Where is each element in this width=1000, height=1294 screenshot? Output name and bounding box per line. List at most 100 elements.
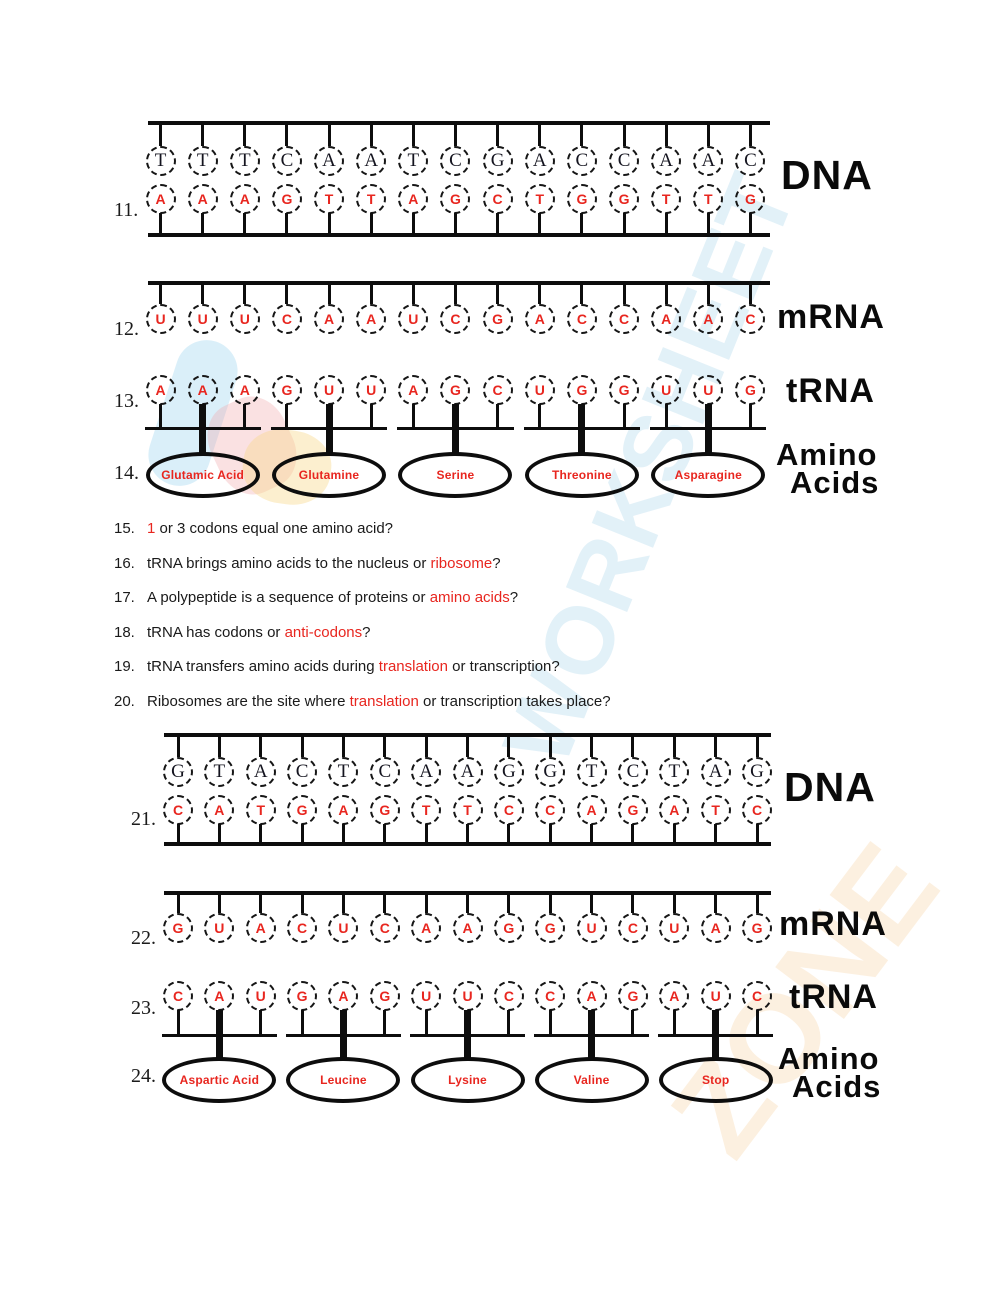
question-text-segment: or transcription takes place?: [418, 693, 611, 710]
dna-rung: [748, 124, 752, 146]
trna-nucleotide: U: [700, 981, 731, 1011]
peptide-stem: [339, 1034, 347, 1060]
dna-complement-nucleotide: A: [659, 795, 690, 825]
mrna-nucleotide: U: [576, 913, 607, 943]
amino-acids-side-label-line1: Amino: [776, 437, 878, 472]
mrna-rung: [748, 284, 752, 304]
mrna-rail: [164, 891, 771, 895]
trna-nucleotide: A: [576, 981, 607, 1011]
dna-complement-nucleotide: T: [693, 184, 724, 214]
dna-rung: [341, 736, 345, 757]
mrna-nucleotide: U: [145, 304, 176, 334]
dna-rung: [466, 824, 470, 844]
mrna-rung: [424, 894, 428, 913]
trna-stem: [704, 404, 712, 427]
mrna-nucleotide: U: [398, 304, 429, 334]
question-number: 21.: [131, 808, 156, 830]
trna-stem: [369, 404, 373, 427]
amino-acid-oval: Lysine: [410, 1057, 525, 1103]
dna-rung: [259, 824, 263, 844]
trna-stem: [548, 1010, 552, 1034]
question-text-segment: Ribosomes are the site where: [147, 693, 350, 710]
mrna-nucleotide: C: [566, 304, 597, 334]
question-line: 15.1 or 3 codons equal one amino acid?: [114, 520, 393, 537]
mrna-rung: [259, 894, 263, 913]
dna-template-nucleotide: A: [314, 146, 345, 176]
mrna-rung: [159, 284, 162, 304]
dna-complement-nucleotide: G: [735, 184, 766, 214]
mrna-nucleotide: C: [617, 913, 648, 943]
trna-nucleotide: A: [659, 981, 690, 1011]
dna-rung: [259, 736, 263, 757]
mrna-rung: [300, 894, 304, 913]
dna-rung: [383, 736, 387, 757]
trna-nucleotide: G: [369, 981, 400, 1011]
trna-stem: [411, 404, 415, 427]
dna-rung: [755, 824, 759, 844]
dna-rung: [453, 213, 457, 235]
dna-rung: [748, 213, 752, 235]
trna-stem: [464, 1010, 472, 1034]
trna-side-label: tRNA: [789, 978, 878, 1016]
dna-template-nucleotide: T: [229, 146, 260, 176]
question-line: 18.tRNA has codons or anti-codons?: [114, 624, 370, 641]
mrna-rung: [176, 894, 180, 913]
amino-acid-oval: Glutamic Acid: [145, 452, 260, 498]
trna-stem: [259, 1010, 263, 1034]
amino-acids-side-label-line1: Amino: [778, 1041, 880, 1076]
dna-template-nucleotide: C: [287, 757, 318, 787]
dna-complement-nucleotide: T: [245, 795, 276, 825]
dna-rung: [714, 824, 718, 844]
trna-stem: [243, 404, 247, 427]
trna-stem: [748, 404, 752, 427]
dna-rung: [285, 124, 289, 146]
mrna-nucleotide: A: [693, 304, 724, 334]
question-text-segment: amino acids: [429, 589, 510, 607]
mrna-nucleotide: A: [411, 913, 442, 943]
trna-stem: [451, 404, 459, 427]
mrna-rung: [383, 894, 387, 913]
trna-stem: [578, 404, 586, 427]
mrna-nucleotide: C: [609, 304, 640, 334]
trna-nucleotide: C: [482, 375, 513, 405]
trna-stem: [285, 404, 289, 427]
question-number: 15.: [114, 520, 135, 537]
trna-nucleotide: A: [145, 375, 176, 405]
dna-rung: [159, 124, 162, 146]
dna-template-nucleotide: C: [369, 757, 400, 787]
dna-rung: [411, 124, 415, 146]
dna-side-label: DNA: [784, 764, 876, 810]
trna-nucleotide: U: [314, 375, 345, 405]
mrna-nucleotide: U: [659, 913, 690, 943]
dna-template-nucleotide: A: [356, 146, 387, 176]
trna-nucleotide: U: [693, 375, 724, 405]
dna-template-nucleotide: A: [245, 757, 276, 787]
amino-acid-oval: Stop: [658, 1057, 773, 1103]
dna-template-nucleotide: A: [524, 146, 555, 176]
dna-complement-nucleotide: C: [493, 795, 524, 825]
peptide-stem: [215, 1034, 223, 1060]
question-text-segment: ?: [492, 554, 501, 572]
dna-rung: [622, 124, 626, 146]
dna-complement-nucleotide: T: [700, 795, 731, 825]
trna-nucleotide: G: [271, 375, 302, 405]
dna-rung: [201, 124, 205, 146]
dna-complement-nucleotide: C: [742, 795, 773, 825]
dna-rung: [672, 824, 676, 844]
question-line: 19.tRNA transfers amino acids during tra…: [114, 658, 560, 675]
dna-template-nucleotide: G: [742, 757, 773, 787]
peptide-stem: [578, 427, 586, 455]
mrna-rung: [327, 284, 331, 304]
trna-stem: [588, 1010, 596, 1034]
dna-top-rail: [164, 733, 771, 737]
dna-complement-nucleotide: G: [609, 184, 640, 214]
dna-rung: [383, 824, 387, 844]
trna-stem: [339, 1010, 347, 1034]
trna-nucleotide: G: [566, 375, 597, 405]
trna-nucleotide: C: [742, 981, 773, 1011]
mrna-nucleotide: U: [229, 304, 260, 334]
dna-complement-nucleotide: C: [535, 795, 566, 825]
trna-nucleotide: U: [524, 375, 555, 405]
dna-complement-nucleotide: T: [314, 184, 345, 214]
dna-rung: [285, 213, 289, 235]
